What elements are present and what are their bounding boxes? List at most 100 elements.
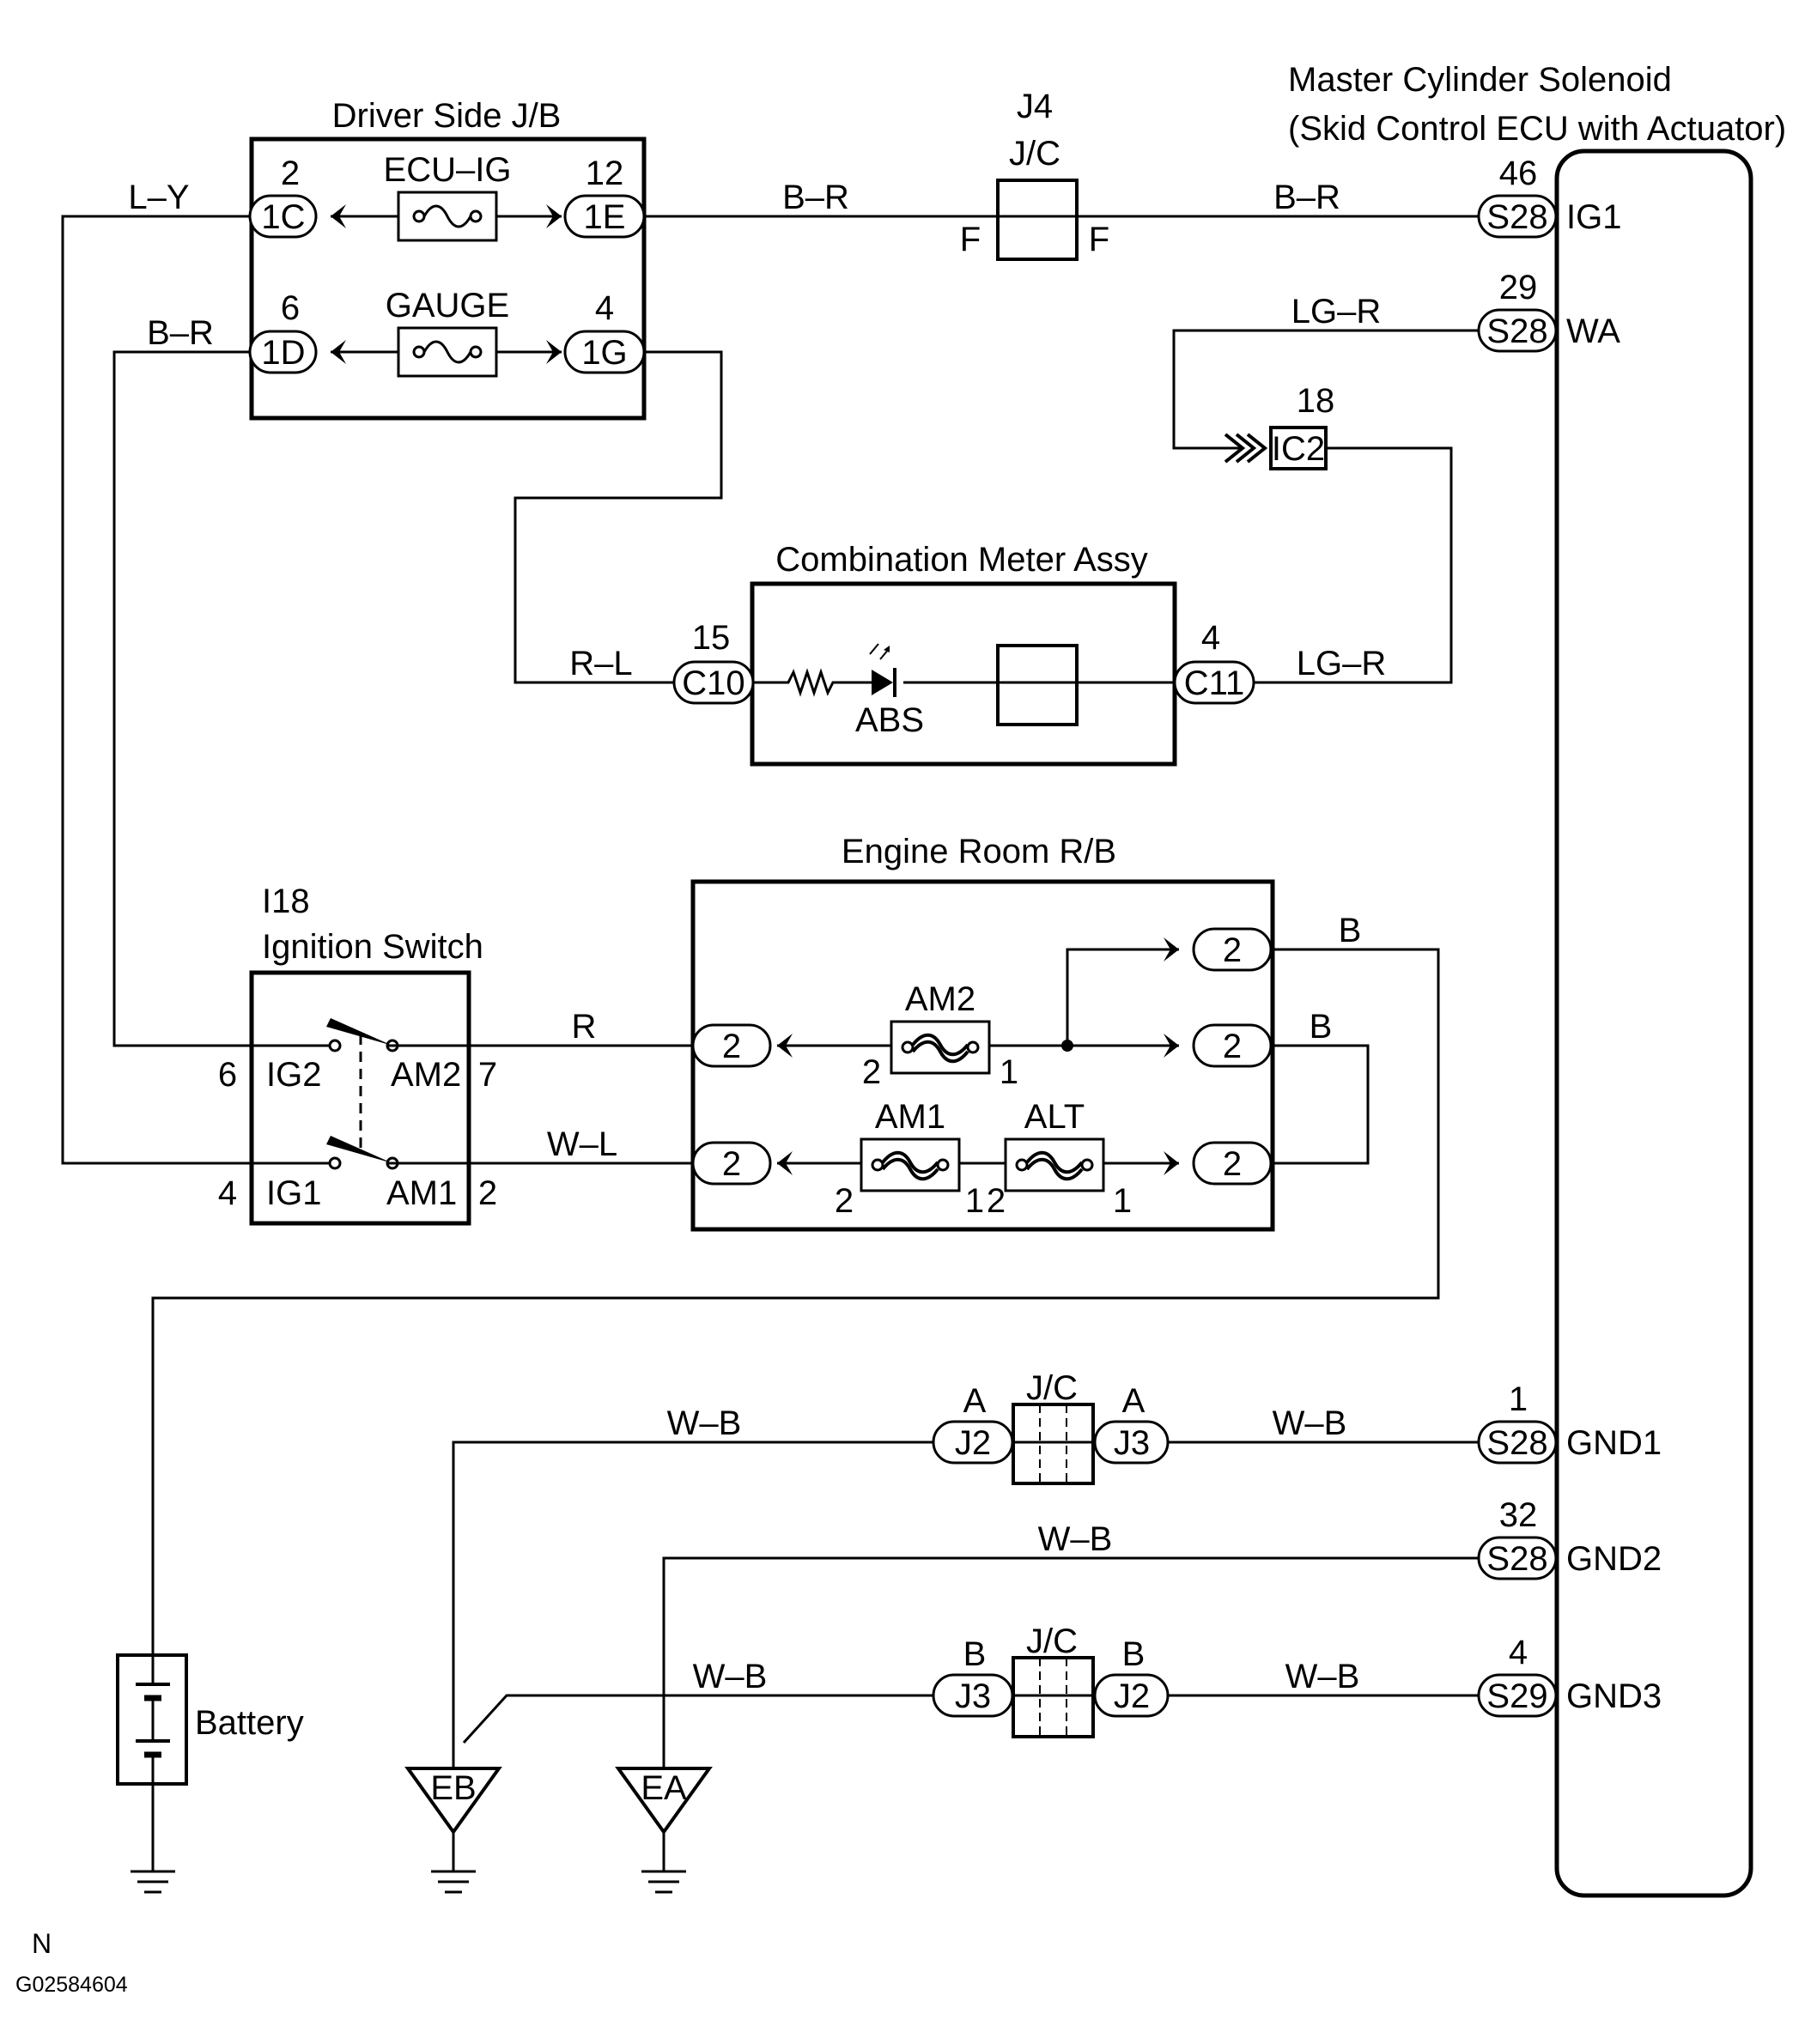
wires [61,215,1479,1871]
master-pin-wa-conn: S28 [1486,312,1547,350]
wire-label-br-left: B–R [147,314,214,352]
rb-connector-left-top [691,1023,772,1068]
pin-1g-number: 4 [595,289,614,327]
switch-am2-label: AM2 [391,1056,461,1094]
wire-labels: L–Y B–R B–R B–R LG–R LG–R R–L R W–L B B … [128,179,1386,1695]
rb-connector-right-2-label: 2 [1223,1028,1242,1065]
meter-right-number: 4 [1201,619,1220,657]
rb-connector-right-3-label: 2 [1223,1145,1242,1183]
master-pin-gnd1-conn: S28 [1486,1424,1547,1462]
fuse-alt-icon [1004,1137,1105,1192]
driver-jb-title: Driver Side J/B [332,97,562,135]
junction-connector-j4: J4 J/C F F [960,88,1109,261]
switch-pin-am2: 7 [478,1056,497,1094]
footer-code: G02584604 [15,1973,128,1997]
wire-lgr-top [1172,329,1479,450]
wire-label-br-right: B–R [1273,179,1340,216]
connector-1g-label: 1G [581,334,627,372]
ground-symbol-icon [129,1870,177,1894]
connector-j3-a [1093,1420,1170,1465]
fuse-alt-right-pin: 1 [1113,1182,1132,1220]
fuse-am1-left-pin: 2 [835,1182,854,1220]
fuse-am1-right-pin: 1 [965,1182,984,1220]
ic2-conn: IC2 [1272,430,1325,468]
ic2-number: 18 [1297,382,1335,420]
wire-label-wb-4: W–B [693,1658,768,1695]
connector-1d [248,330,318,374]
j4-name: J/C [1009,135,1060,173]
connector-1e [563,194,646,239]
switch-ig1-label: IG1 [266,1174,321,1212]
j4-id: J4 [1017,88,1053,125]
wire-label-lgr-top: LG–R [1291,293,1382,331]
abs-led-icon [872,670,893,695]
master-pin-wa: 29 S28 WA [1477,269,1620,353]
ground-ea: EA [615,1767,713,1835]
junction-b-left-conn: J3 [955,1677,991,1715]
switch-contact-icon [328,1039,342,1052]
ignition-switch-title: Ignition Switch [262,928,483,966]
junction-a-left-conn: J2 [955,1424,991,1462]
master-pin-ig1: 46 S28 IG1 [1477,155,1621,239]
master-pin-gnd3-number: 4 [1509,1634,1528,1671]
rb-connector-right-1-label: 2 [1223,931,1242,969]
master-cylinder-solenoid: Master Cylinder Solenoid (Skid Control E… [1288,61,1786,1898]
master-pin-gnd2-conn: S28 [1486,1540,1547,1578]
switch-pin-am1: 2 [478,1174,497,1212]
junction-a-right-conn: J3 [1114,1424,1150,1462]
pin-1c-number: 2 [281,155,300,192]
connector-j2-a [932,1420,1014,1465]
master-pin-gnd2-name: GND2 [1566,1540,1662,1578]
ignition-switch: I18 Ignition Switch IG2 AM2 IG1 AM1 6 7 … [218,882,497,1226]
fuse-ecu-ig-icon [397,191,498,242]
wire-label-wb-2: W–B [1273,1404,1347,1442]
master-pin-wa-number: 29 [1499,269,1538,306]
footer-letter: N [32,1928,52,1959]
master-pin-ig1-conn: S28 [1486,198,1547,236]
pin-1d-number: 6 [281,289,300,327]
ground-ea-triangle-icon [615,1767,713,1835]
ic2-arrow-icon [1224,433,1246,464]
master-pin-wa-name: WA [1566,312,1620,350]
junction-connector-b: J/C B B J3 J2 [932,1622,1170,1738]
rb-connector-right-3 [1192,1141,1273,1186]
combination-meter: Combination Meter Assy 15 C10 4 C11 ABS [672,541,1255,767]
engine-room-rb-title: Engine Room R/B [842,833,1116,870]
rb-connector-left-bottom-label: 2 [722,1145,741,1183]
combination-meter-title: Combination Meter Assy [775,541,1148,579]
wire-label-wl: W–L [547,1125,617,1163]
junction-b-right-conn: J2 [1114,1677,1150,1715]
wire-label-rl: R–L [569,645,632,682]
master-pin-gnd2-number: 32 [1499,1496,1538,1534]
ground-eb: EB [404,1767,502,1835]
master-pin-gnd1: 1 S28 GND1 [1477,1380,1662,1465]
ground-symbol-icon [429,1870,477,1894]
junction-connector-a: J/C A A J2 J3 [932,1369,1170,1485]
fuse-am1-label: AM1 [875,1098,945,1136]
master-title-line1: Master Cylinder Solenoid [1288,61,1672,99]
master-pin-gnd1-name: GND1 [1566,1424,1662,1462]
connector-j3-b [932,1673,1014,1718]
ground-symbol-icon [640,1870,688,1894]
connector-1g [563,330,646,374]
connector-1c [248,194,318,239]
junction-b-name: J/C [1026,1622,1078,1660]
connector-j2-b [1093,1673,1170,1718]
ground-eb-triangle-icon [404,1767,502,1835]
fuse-am2-right-pin: 1 [1000,1053,1018,1091]
wire-label-r: R [572,1008,597,1046]
fuse-am2-icon [890,1020,991,1075]
wire-label-wb-3: W–B [1038,1520,1113,1558]
ground-ea-label: EA [641,1769,687,1807]
master-pin-gnd3: 4 S29 GND3 [1477,1634,1662,1718]
switch-pin-ig2: 6 [218,1056,237,1094]
fuse-am2-left-pin: 2 [862,1053,881,1091]
master-pin-gnd2: 32 S28 GND2 [1477,1496,1662,1580]
wire-1g-to-meter [514,350,723,684]
battery: Battery [116,1653,304,1786]
connector-1c-label: 1C [261,198,305,236]
junction-b-left-letter: B [963,1635,987,1673]
wire-wb-1 [452,1441,933,1768]
driver-side-junction-block: Driver Side J/B ECU–IG 1C 2 1E 12 GAUGE … [248,97,647,421]
